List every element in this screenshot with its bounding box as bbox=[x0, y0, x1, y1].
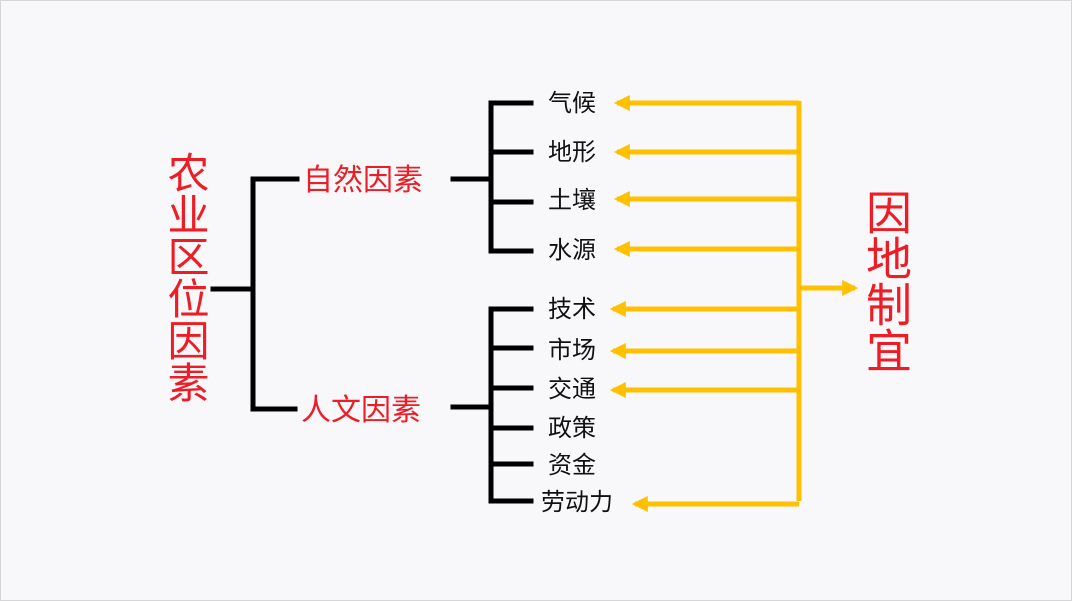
human-factors-bracket bbox=[450, 306, 534, 504]
factor-soil: 土壤 bbox=[548, 186, 596, 214]
root-title: 农业区位因素 bbox=[161, 151, 210, 403]
factor-technology: 技术 bbox=[548, 295, 596, 323]
factor-climate: 气候 bbox=[548, 89, 596, 117]
branch-label-natural: 自然因素 bbox=[303, 163, 423, 198]
factor-policy: 政策 bbox=[548, 414, 596, 442]
branch-label-human: 人文因素 bbox=[301, 393, 421, 428]
factor-capital: 资金 bbox=[548, 451, 596, 479]
factor-market: 市场 bbox=[548, 336, 596, 364]
factor-terrain: 地形 bbox=[548, 138, 596, 166]
natural-factors-bracket bbox=[450, 100, 534, 254]
result-title: 因地制宜 bbox=[859, 189, 913, 373]
root-bracket bbox=[210, 176, 300, 412]
factor-water: 水源 bbox=[548, 236, 596, 264]
factor-labor: 劳动力 bbox=[541, 488, 613, 516]
factor-transport: 交通 bbox=[548, 375, 596, 403]
result-arrows bbox=[609, 94, 859, 513]
